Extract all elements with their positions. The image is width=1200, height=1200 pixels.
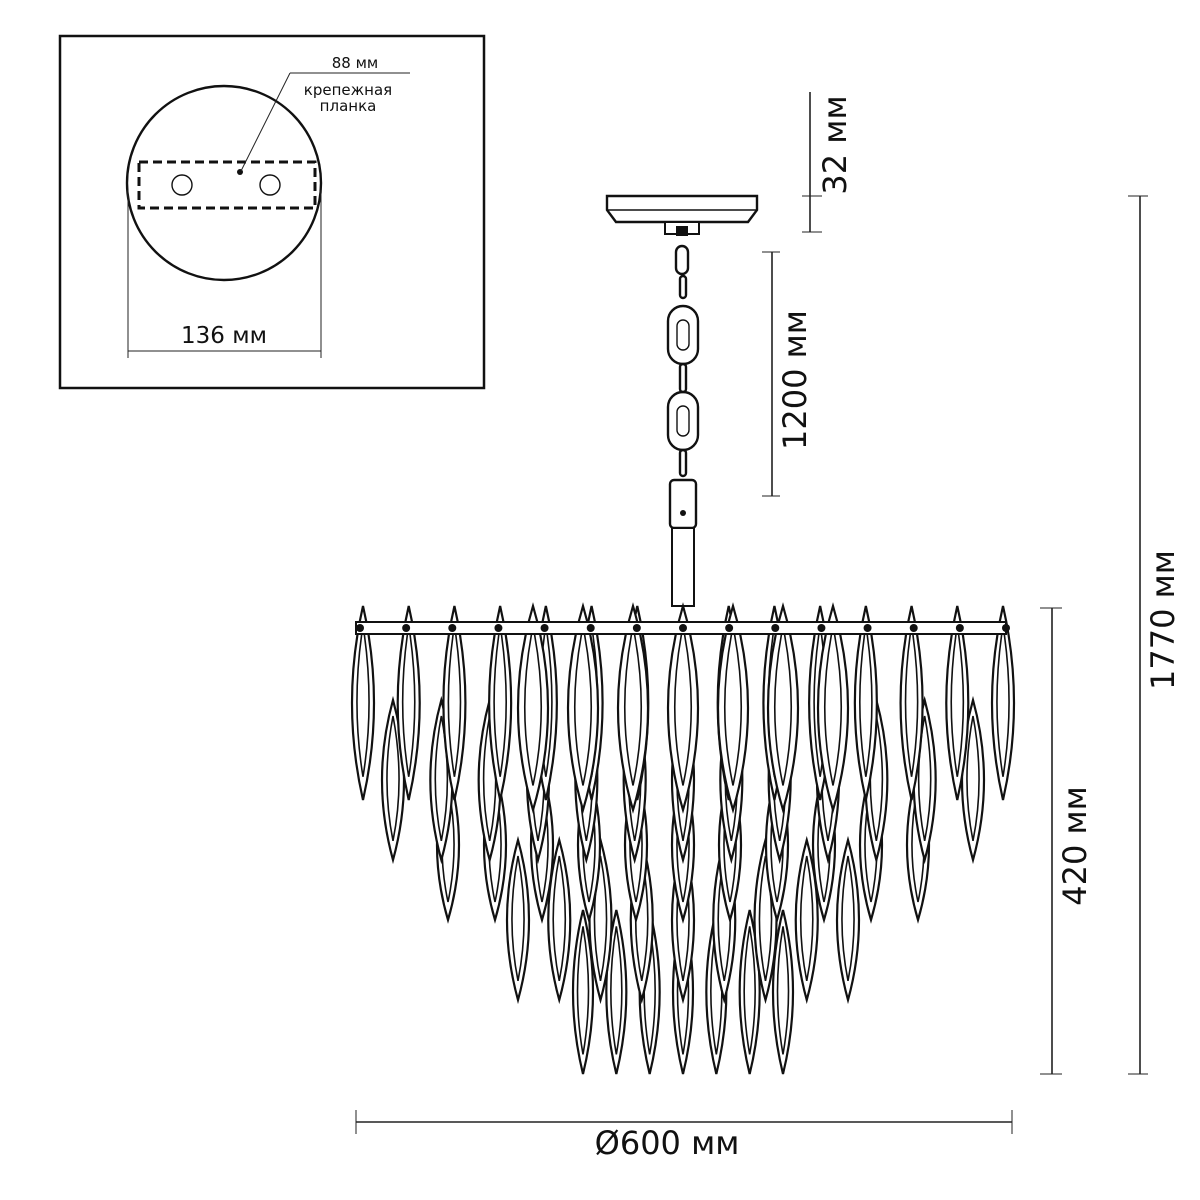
crystal-leaf [816,602,850,814]
suspension-rod [671,527,695,607]
crystal-leaf [605,909,628,1075]
ring-bead [356,624,364,632]
crystal-leaf [990,605,1016,801]
ring-bead [725,624,734,632]
mounting-hole-left [171,174,193,196]
canopy-nut [676,226,688,236]
callout-label-line1: крепежная [304,81,392,99]
crystal-leaf [396,605,421,801]
crystal-leaf [835,835,861,1005]
hook-pin [680,510,686,516]
ring-bead [494,624,503,632]
canopy-top-view-inset: 88 мм крепежная планка 136 мм [58,34,486,390]
crystal-leaf [853,605,878,801]
dimension-lines: 32 мм 1200 мм 1770 мм 420 мм Ø600 мм [355,92,1182,1162]
chain-link-3 [666,304,700,366]
crystal-leaf [766,602,800,814]
chain-hook-block [668,478,698,530]
chain-link-5-inner [676,405,690,437]
bar-width-label: 88 мм [332,54,379,72]
ceiling-canopy [605,194,759,224]
crystal-leaf [666,602,700,814]
total-height-label: 1770 мм [1144,550,1182,690]
chain-link-3-inner [676,319,690,351]
crystal-leaf [566,602,600,814]
crystal-leaf [350,605,376,801]
crystal-leaf [516,602,550,814]
ring-bead [955,624,964,632]
crystal-leaf [505,835,531,1005]
ring-bead [863,624,872,632]
chain-link-2 [678,274,688,300]
chain-link-4 [678,362,688,394]
mounting-bar [137,160,317,210]
ring-bead [448,624,457,632]
ring-bead [402,624,411,632]
chain-link-5 [666,390,700,452]
ring-beads [356,624,1010,632]
ring-bead [817,624,826,632]
crystal-leaf [945,605,970,801]
diameter-label: Ø600 мм [595,1124,740,1162]
crystal-leaf [716,602,750,814]
crystal-leaves [350,602,1016,1075]
mounting-hole-right [259,174,281,196]
chain-length-label: 1200 мм [776,310,814,450]
canopy-circle [125,84,323,282]
canopy-height-label: 32 мм [816,95,854,194]
suspension [605,194,759,607]
ring-bead [1002,624,1010,632]
ring-bead [771,624,780,632]
crystal-leaf [616,602,650,814]
crystal-leaf [488,605,513,801]
crystal-leaf [899,605,924,801]
canopy-diameter-label: 136 мм [181,323,267,349]
ring-bead [586,624,595,632]
ring-bead [679,624,687,632]
chain-link-6 [678,448,688,478]
ring-bead [909,624,918,632]
ring-bead [540,624,549,632]
crystal-leaf [442,605,467,801]
callout-leader [240,72,291,172]
chain-link-1 [674,244,690,276]
callout-label-line2: планка [320,97,377,115]
ring-bead [632,624,641,632]
inset-frame [58,34,486,390]
body-height-label: 420 мм [1056,786,1094,906]
